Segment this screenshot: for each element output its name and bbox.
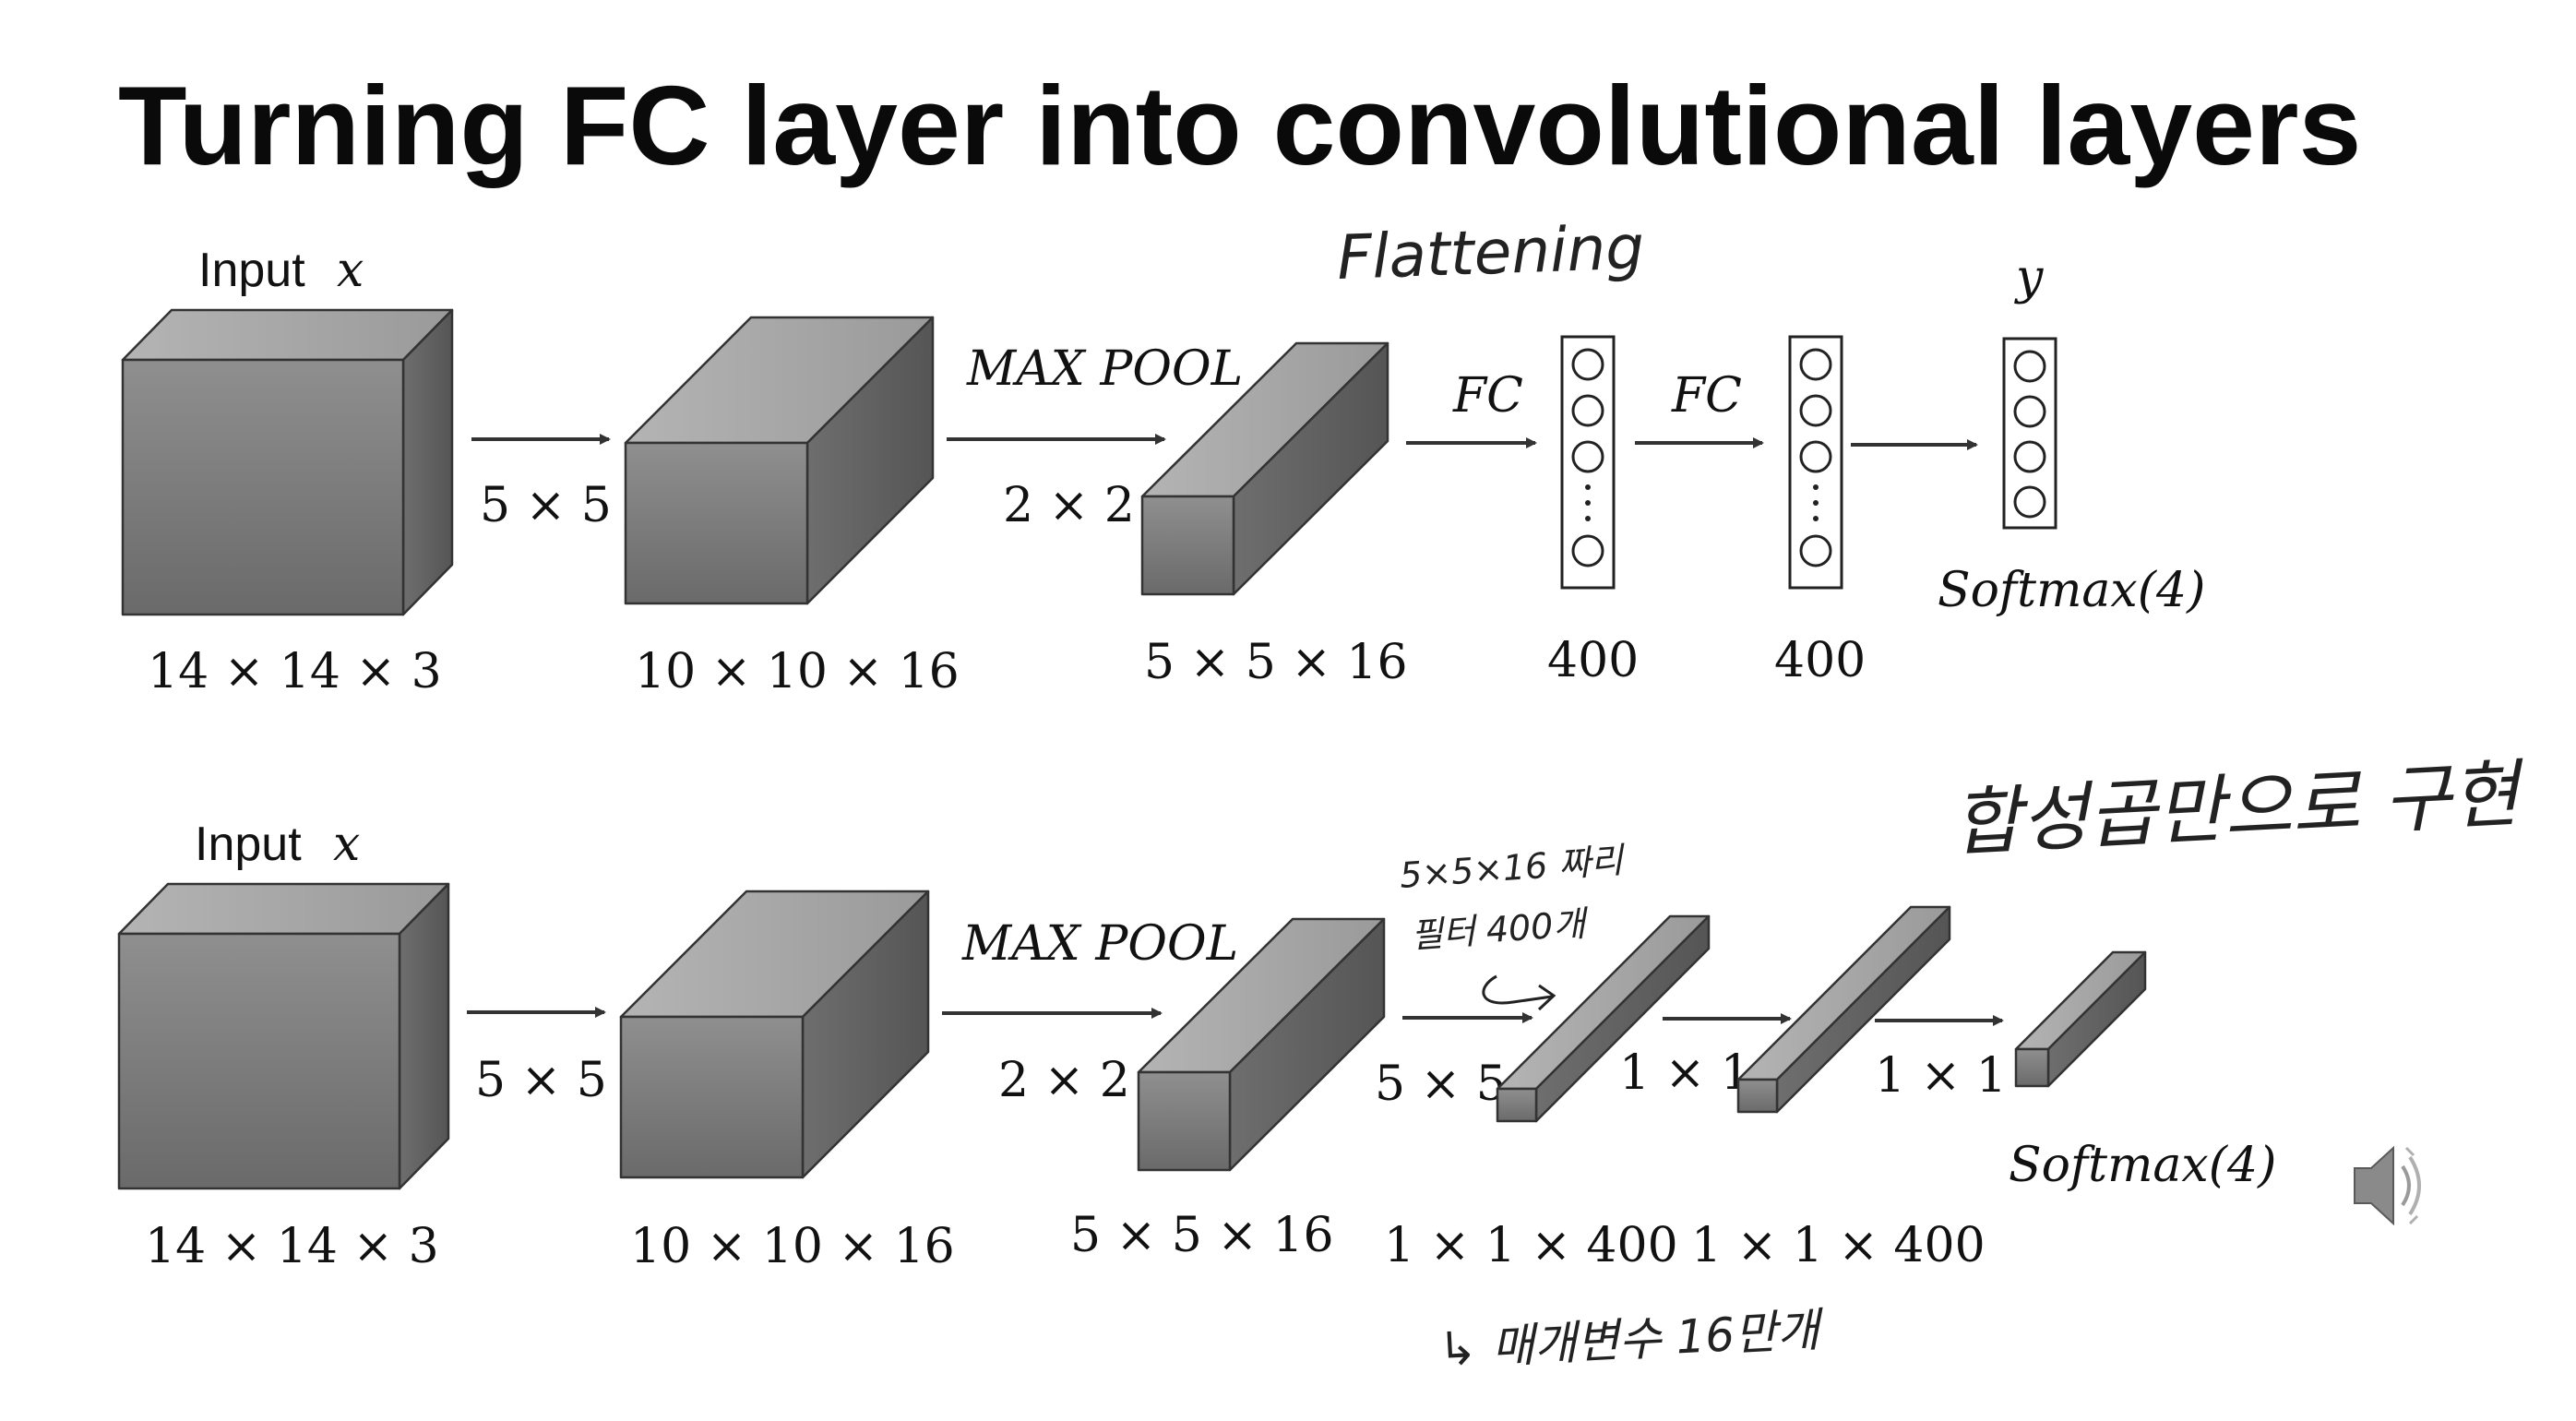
top-output-var: y <box>2014 250 2044 305</box>
top-maxpool-label: MAX POOL <box>966 341 1243 397</box>
filters-annotation-hook <box>1482 974 1553 1005</box>
bottom-bar-volume-2 <box>1736 905 1951 1114</box>
top-fc-column-2 <box>1788 335 1843 590</box>
top-dim-2: 10 × 10 × 16 <box>635 644 960 699</box>
top-softmax-label: Softmax(4) <box>1938 563 2205 618</box>
filters-annotation-hook-head <box>1537 984 1556 1011</box>
bottom-dim-4: 1 × 1 × 400 <box>1384 1218 1678 1273</box>
filters-annotation-line2: 필터 400개 <box>1410 903 1591 956</box>
conv-only-annotation: 합성곱만으로 구현 <box>1950 751 2528 866</box>
top-dim-3: 5 × 5 × 16 <box>1144 635 1408 690</box>
top-fc2-label: FC <box>1671 368 1742 424</box>
params-annotation: ↳ 매개변수 16만개 <box>1437 1303 1827 1377</box>
bottom-input-volume <box>117 882 450 1190</box>
bottom-op4-label: 1 × 1 <box>1619 1045 1751 1101</box>
bottom-op5-label: 1 × 1 <box>1875 1048 2007 1104</box>
bottom-op1-label: 5 × 5 <box>475 1053 607 1108</box>
bottom-output-volume <box>2014 950 2147 1088</box>
flattening-annotation: Flattening <box>1336 211 1645 293</box>
bottom-op2-label: 2 × 2 <box>998 1053 1130 1108</box>
bottom-conv-volume <box>619 890 930 1179</box>
bottom-row: Input x 5 × 5 14 × 14 × 3 MAX POOL 2 × 2… <box>117 751 2528 1377</box>
bottom-op3-label: 5 × 5 <box>1375 1057 1507 1112</box>
bottom-softmax-label: Softmax(4) <box>2009 1138 2276 1193</box>
bottom-input-var: x <box>333 817 360 872</box>
bottom-input-label: Input <box>195 818 302 871</box>
top-op1-label: 5 × 5 <box>480 478 612 533</box>
bottom-dim-3: 5 × 5 × 16 <box>1070 1208 1334 1263</box>
page-title: Turning FC layer into convolutional laye… <box>118 63 2361 188</box>
filters-annotation-line1: 5×5×16 짜리 <box>1399 840 1628 896</box>
top-conv-volume <box>624 316 935 605</box>
bottom-bar-volume-1 <box>1496 914 1711 1123</box>
bottom-maxpool-label: MAX POOL <box>961 916 1238 972</box>
top-fc-column-1 <box>1560 335 1616 590</box>
top-fc1-label: FC <box>1452 368 1523 424</box>
top-input-label: Input <box>198 244 305 297</box>
top-pool-volume <box>1140 341 1389 596</box>
top-dim-1: 14 × 14 × 3 <box>148 644 442 699</box>
top-input-var: x <box>337 243 364 298</box>
top-input-volume <box>121 308 454 616</box>
bottom-dim-2: 10 × 10 × 16 <box>630 1219 955 1274</box>
top-op2-label: 2 × 2 <box>1003 478 1135 533</box>
top-row: Input x 5 × 5 14 × 14 × 3 MAX POOL 2 × 2… <box>121 211 2205 699</box>
bottom-dim-5: 1 × 1 × 400 <box>1691 1218 1986 1273</box>
top-dim-4: 400 <box>1547 633 1639 688</box>
top-dim-5: 400 <box>1774 633 1866 688</box>
bottom-pool-volume <box>1137 917 1386 1172</box>
bottom-dim-1: 14 × 14 × 3 <box>145 1219 439 1274</box>
speaker-icon[interactable] <box>2354 1145 2421 1226</box>
top-output-column <box>2002 337 2057 530</box>
